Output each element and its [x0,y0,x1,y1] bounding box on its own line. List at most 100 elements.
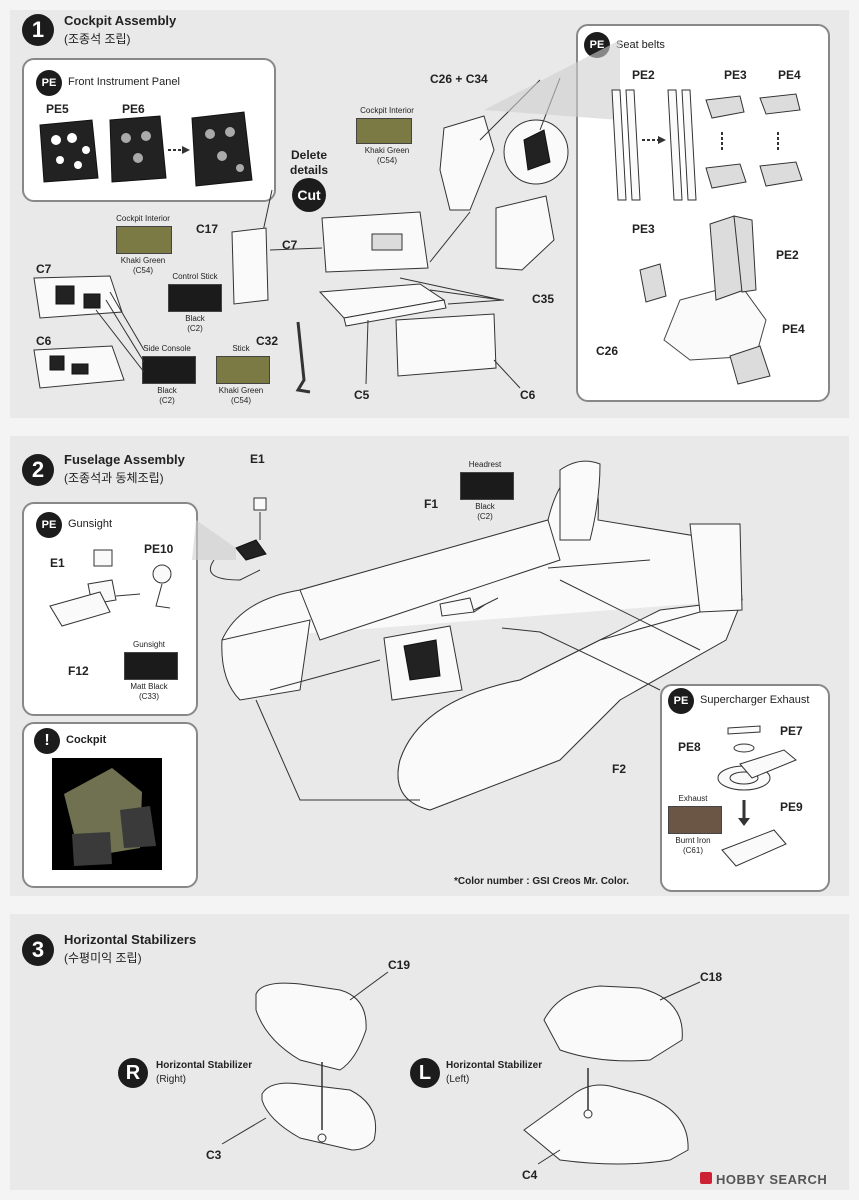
pe-badge: PE [36,512,62,538]
label-c26-c34: C26 + C34 [430,72,488,86]
bulkhead [495,195,555,271]
pe-badge: PE [668,688,694,714]
swatch-code: (C61) [682,846,703,855]
label-f2: F2 [612,762,627,776]
swatch-title: Stick [232,344,250,353]
stabilizer-c19-upper [255,982,367,1071]
stabilizer-c18-upper [543,985,683,1062]
right-badge: R [118,1058,148,1088]
stabilizer-c4-lower [523,1084,689,1165]
instrument-panel-assembled [191,111,253,187]
color-swatch [356,118,412,144]
swatch-title: Control Stick [172,272,218,281]
instrument-panel-pe5 [39,119,99,183]
swatch-name: Khaki Green [364,146,410,155]
instrument-panel-pe6 [109,115,167,183]
step2-subtitle: (조종석과 동체조립) [64,471,164,485]
label-e1: E1 [50,556,65,570]
warning-badge: ! [34,728,60,754]
label-c18: C18 [700,970,723,984]
exhaust-title: Supercharger Exhaust [700,694,810,706]
part-c7-left [33,275,123,319]
swatch-title: Side Console [143,344,191,353]
part-c32-stick [295,321,311,394]
cut-badge: Cut [292,178,326,212]
label-pe6: PE6 [122,102,145,116]
swatch-title: Headrest [468,460,502,469]
seat-c26-c34 [439,115,495,211]
gunsight-title: Gunsight [68,518,113,530]
color-swatch [460,472,514,500]
swatch-name: Burnt Iron [675,836,711,845]
delete-details-note: Delete details [290,148,329,177]
color-swatch [216,356,270,384]
label-c7: C7 [36,262,52,276]
step1-subtitle: (조종석 조립) [64,32,131,46]
swatch-code: (C54) [230,396,251,405]
cockpit-photo-title: Cockpit [66,734,107,746]
stabilizer-c3-lower [261,1082,377,1151]
fuselage-f1-nose [221,619,311,701]
color-swatch [142,356,196,384]
swatch-title: Gunsight [132,640,166,649]
label-c17: C17 [196,222,219,236]
label-c5: C5 [354,388,370,402]
label-pe2: PE2 [776,248,799,262]
swatch-title: Exhaust [678,794,708,803]
swatch-name: Khaki Green [218,386,264,395]
label-c7: C7 [282,238,298,252]
step1-number: 1 [22,14,54,46]
swatch-name: Black [185,314,205,323]
left-stabilizer-sub: (Left) [446,1074,470,1085]
swatch-code: (C54) [376,156,397,165]
label-c4: C4 [522,1168,538,1182]
color-swatch [124,652,178,680]
swatch-title: Cockpit Interior [360,106,414,115]
step3-subtitle: (수평미익 조립) [64,951,142,965]
step2-title: Fuselage Assembly [64,452,185,467]
swatch-code: (C2) [159,396,175,405]
step3-band [10,914,849,1190]
label-pe10: PE10 [144,542,174,556]
swatch-code: (C33) [138,692,159,701]
label-pe3: PE3 [632,222,655,236]
label-f1: F1 [424,497,439,511]
seatbelts-title: Seat belts [616,39,665,51]
label-f12: F12 [68,664,89,678]
swatch-name: Black [157,386,177,395]
watermark: HOBBY SEARCH [716,1172,828,1187]
left-stabilizer-title: Horizontal Stabilizer [446,1060,543,1071]
swatch-name: Khaki Green [120,256,166,265]
swatch-code: (C2) [187,324,203,333]
label-pe3: PE3 [724,68,747,82]
label-c19: C19 [388,958,411,972]
label-pe4: PE4 [778,68,801,82]
swatch-name: Matt Black [130,682,168,691]
swatch-name: Black [475,502,495,511]
label-e1: E1 [250,452,265,466]
swatch-code: (C54) [132,266,153,275]
pe-badge: PE [36,70,62,96]
label-pe2: PE2 [632,68,655,82]
part-c6-right [395,313,497,377]
label-c35: C35 [532,292,555,306]
fuselage-f1 [299,519,561,641]
right-stabilizer-sub: (Right) [156,1074,187,1085]
label-c26: C26 [596,344,619,358]
step2-number: 2 [22,454,54,486]
label-pe8: PE8 [678,740,701,754]
part-c17 [231,227,269,305]
label-c6: C6 [520,388,536,402]
color-swatch [168,284,222,312]
color-swatch [668,806,722,834]
swatch-code: (C2) [477,512,493,521]
color-swatch [116,226,172,254]
label-pe7: PE7 [780,724,803,738]
instrument-panel-title: Front Instrument Panel [68,76,180,88]
step1-title: Cockpit Assembly [64,13,177,28]
step3-title: Horizontal Stabilizers [64,932,197,947]
label-c6: C6 [36,334,52,348]
label-pe5: PE5 [46,102,69,116]
label-pe9: PE9 [780,800,803,814]
